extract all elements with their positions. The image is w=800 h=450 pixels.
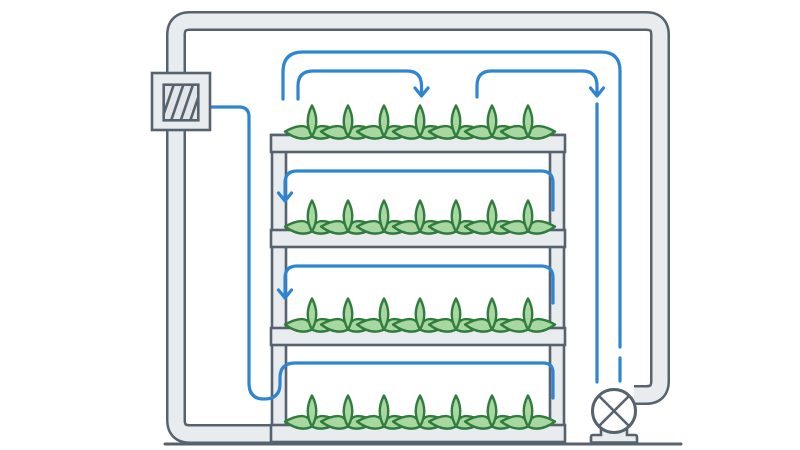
leaf-center	[486, 297, 498, 331]
panel-hatch-lines	[164, 85, 198, 120]
seedling-icon	[499, 199, 557, 235]
pump-icon	[589, 388, 639, 444]
leaf-center	[306, 297, 318, 331]
leaf-center	[450, 199, 462, 233]
leaf-center	[522, 104, 534, 138]
leaf-center	[414, 199, 426, 233]
leaf-center	[522, 394, 534, 428]
arrow-down-icon	[413, 86, 430, 98]
leaf-center	[486, 394, 498, 428]
shelf2-drip-line	[283, 169, 555, 212]
seedling-icon	[391, 394, 449, 430]
pump-cross	[598, 395, 630, 427]
leaf-center	[342, 297, 354, 331]
arrow-down-icon	[588, 86, 606, 98]
leaf-center	[522, 199, 534, 233]
leaf-center	[378, 297, 390, 331]
leaf-center	[378, 199, 390, 233]
top-right-drip-line	[475, 69, 599, 99]
leaf-center	[342, 199, 354, 233]
water-flow-lines	[208, 50, 622, 401]
hatch-line	[179, 85, 195, 120]
seedling-icon	[499, 394, 557, 430]
leaf-center	[414, 104, 426, 138]
pump-base	[589, 427, 639, 444]
hatched-inlet-panel-icon	[150, 71, 212, 132]
top-supply-line	[281, 50, 622, 349]
leaf-center	[306, 104, 318, 138]
hatch-line	[169, 85, 185, 120]
leaf-center	[378, 104, 390, 138]
leaf-center	[342, 104, 354, 138]
leaf-center	[378, 394, 390, 428]
seedling-icon	[499, 297, 557, 333]
plant-rows	[283, 104, 557, 430]
grow-rack	[269, 133, 567, 445]
recirculation-pipe	[166, 11, 670, 444]
panel-feed-line	[208, 105, 555, 401]
hatch-line	[164, 85, 176, 118]
seedling-icon	[319, 394, 377, 430]
arrow-down-icon	[276, 191, 294, 203]
top-drip-line	[296, 69, 424, 101]
leaf-center	[450, 297, 462, 331]
leaf-center	[342, 394, 354, 428]
pipe-fill	[168, 13, 668, 442]
leaf-center	[414, 297, 426, 331]
leaf-center	[486, 199, 498, 233]
seedling-icon	[499, 104, 557, 140]
leaf-center	[486, 104, 498, 138]
leaf-center	[306, 199, 318, 233]
shelf3-drip-line	[283, 264, 555, 305]
hatch-line	[189, 94, 198, 120]
leaf-center	[414, 394, 426, 428]
leaf-center	[450, 104, 462, 138]
leaf-center	[306, 394, 318, 428]
leaf-center	[522, 297, 534, 331]
arrow-down-icon	[276, 288, 294, 300]
leaf-center	[450, 394, 462, 428]
